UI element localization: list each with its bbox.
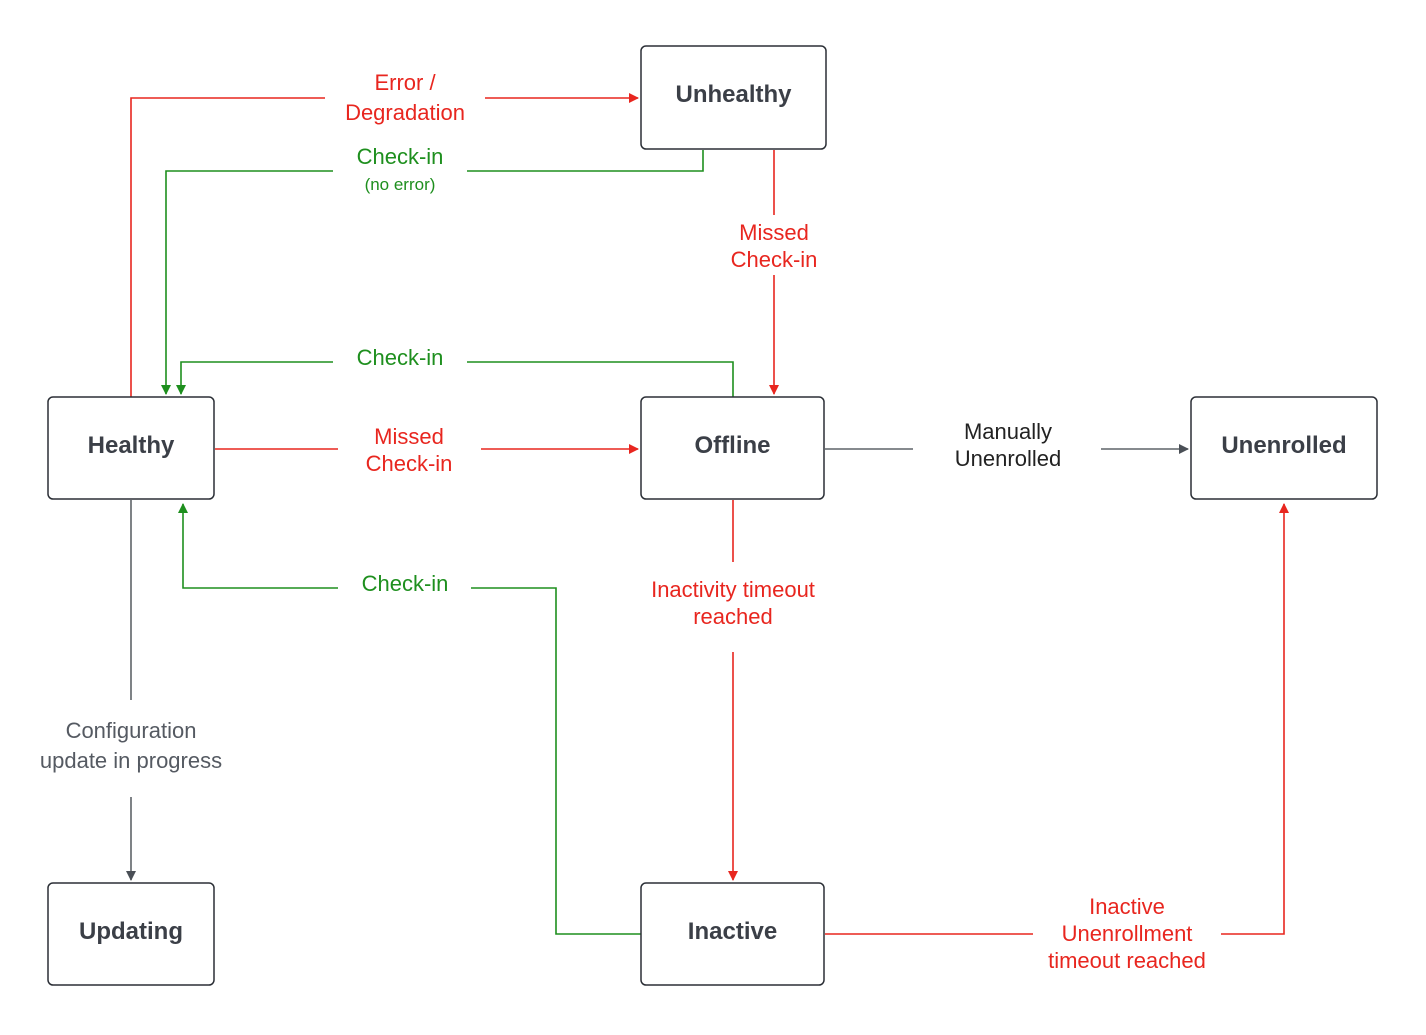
node-unenrolled-label: Unenrolled: [1221, 432, 1346, 459]
node-offline: Offline: [640, 396, 825, 500]
label-line: timeout reached: [1048, 948, 1206, 973]
edge-error-degradation: [130, 98, 638, 397]
label-checkin-no-error-sub: (no error): [365, 175, 436, 194]
label-line: Check-in: [362, 571, 449, 596]
label-checkin-no-error: Check-in: [357, 144, 444, 169]
edge-checkin-inactive: [183, 504, 641, 935]
node-unhealthy-label: Unhealthy: [675, 81, 792, 108]
label-line: Configuration: [66, 718, 197, 743]
label-line: Error /: [374, 70, 436, 95]
label-line: Inactivity timeout: [651, 577, 815, 602]
label-line: Manually: [964, 419, 1052, 444]
label-checkin-inactive: Check-in: [362, 571, 449, 596]
node-unenrolled: Unenrolled: [1190, 396, 1378, 500]
node-healthy: Healthy: [47, 396, 215, 500]
node-offline-label: Offline: [695, 432, 771, 459]
label-line: Unenrollment: [1062, 921, 1193, 946]
label-line: Check-in: [357, 144, 444, 169]
node-inactive: Inactive: [640, 882, 825, 986]
node-updating-label: Updating: [79, 918, 183, 945]
label-line: Missed: [374, 424, 444, 449]
label-line: Unenrolled: [955, 446, 1061, 471]
node-inactive-label: Inactive: [688, 918, 777, 945]
edge-checkin-no-error: [166, 150, 704, 394]
label-line: Check-in: [731, 247, 818, 272]
label-line: Check-in: [366, 451, 453, 476]
label-config-update: Configuration update in progress: [40, 718, 222, 773]
edge-inactive-unenrollment: [825, 504, 1284, 935]
label-line: Check-in: [357, 345, 444, 370]
label-error-degradation: Error / Degradation: [345, 70, 465, 125]
node-healthy-label: Healthy: [88, 432, 175, 459]
label-line: Missed: [739, 220, 809, 245]
node-updating: Updating: [47, 882, 215, 986]
label-line: reached: [693, 604, 773, 629]
label-line: update in progress: [40, 748, 222, 773]
label-checkin-offline: Check-in: [357, 345, 444, 370]
edge-checkin-offline: [181, 361, 734, 397]
label-line: Inactive: [1089, 894, 1165, 919]
label-line: Degradation: [345, 100, 465, 125]
node-unhealthy: Unhealthy: [640, 45, 827, 150]
